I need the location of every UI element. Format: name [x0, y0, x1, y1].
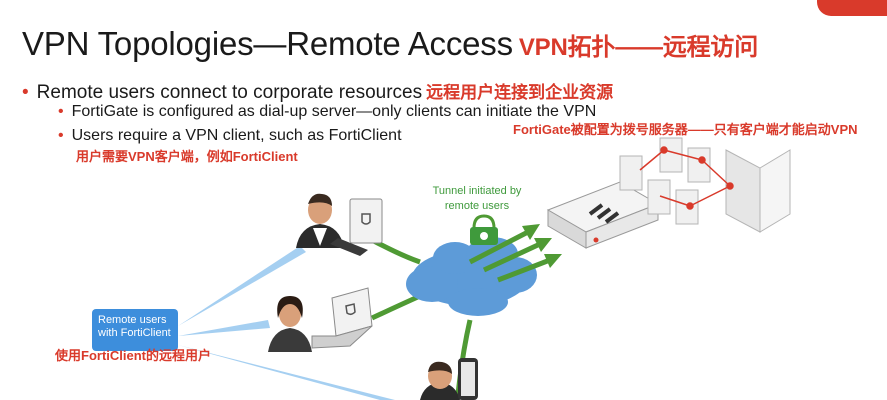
server-links	[639, 146, 734, 210]
user-laptop-icon	[268, 287, 373, 352]
title-cn: VPN拓扑——远程访问	[518, 34, 759, 61]
bullet-main-en: Remote users connect to corporate resour…	[36, 82, 423, 103]
beam-to-user-bottom	[178, 345, 395, 400]
bullet-main: • Remote users connect to corporate resou…	[22, 78, 613, 104]
remote-box-line-1: Remote users	[98, 314, 167, 326]
beam-to-user-top	[178, 246, 306, 326]
title-en: VPN Topologies—Remote Access	[22, 25, 513, 62]
remote-box-line-2: with FortiClient	[98, 327, 171, 339]
tunnel-label-line-2: remote users	[444, 200, 510, 212]
remote-users-cn: 使用FortiClient的远程用户	[55, 348, 211, 363]
user-mobile-icon	[420, 358, 478, 400]
green-line-mid	[370, 293, 422, 321]
bullet-sub-2-cn: 用户需要VPN客户端，例如FortiClient	[76, 149, 298, 164]
remote-users-box: Remote users with FortiClient	[92, 309, 178, 351]
tunnel-arrows	[468, 224, 562, 283]
beam-to-user-mid	[178, 320, 270, 336]
bullet-main-cn: 远程用户连接到企业资源	[426, 83, 614, 102]
fortigate-appliance-icon	[546, 181, 660, 249]
internet-cloud	[406, 237, 537, 316]
bullet-dot: •	[58, 127, 64, 144]
corner-accent-tab	[817, 0, 887, 16]
bullet-sub-1-text: FortiGate is configured as dial-up serve…	[71, 103, 597, 120]
bullet-sub-1-cn: FortiGate被配置为拨号服务器——只有客户端才能启动VPN	[513, 122, 858, 137]
bullet-sub-1: • FortiGate is configured as dial-up serv…	[58, 103, 596, 121]
tunnel-label-line-1: Tunnel initiated by	[432, 185, 522, 197]
lock-icon	[470, 214, 498, 245]
bullet-sub-2-text: Users require a VPN client, such as Fort…	[71, 127, 402, 144]
tunnel-label: Tunnel initiated by remote users	[418, 184, 536, 214]
bullet-dot: •	[22, 82, 29, 103]
user-desktop-icon	[296, 193, 383, 256]
bullet-sub-2: • Users require a VPN client, such as For…	[58, 127, 402, 145]
bullet-dot: •	[58, 103, 64, 120]
